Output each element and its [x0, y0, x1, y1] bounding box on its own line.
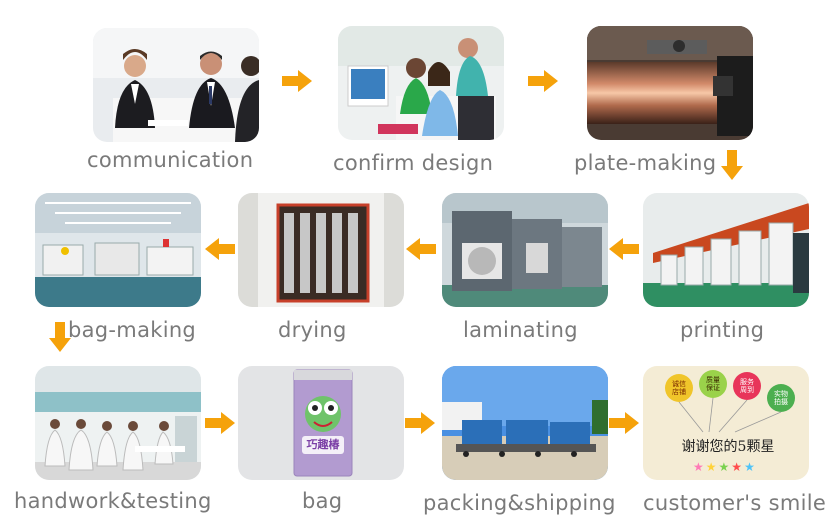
star-icon: ★ — [705, 460, 719, 474]
star-icon: ★ — [693, 460, 706, 474]
step-customer-smile-photo: 诚信店铺 质量保证 服务周到 实物拍摄 谢谢您的5颗星 ★★★★★ — [643, 366, 809, 480]
badge-3: 服务周到 — [733, 372, 761, 400]
step-label-laminating: laminating — [463, 318, 578, 342]
arrow-right-icon — [528, 70, 558, 92]
star-icon: ★ — [731, 460, 745, 474]
step-packing-shipping-photo — [442, 366, 608, 480]
step-label-handwork-testing: handwork&testing — [14, 489, 212, 513]
arrow-right-icon — [609, 412, 639, 434]
arrow-left-icon — [609, 238, 639, 260]
badge-3-text: 服务周到 — [740, 378, 754, 394]
step-label-printing: printing — [680, 318, 765, 342]
arrow-right-icon — [205, 412, 235, 434]
step-bag-photo: 巧趣椿 — [238, 366, 404, 480]
step-label-customers-smile: customer's smile — [643, 491, 827, 515]
step-laminating-photo — [442, 193, 608, 307]
step-printing-photo — [643, 193, 809, 307]
step-confirm-design-photo — [338, 26, 504, 140]
star-icon: ★ — [718, 460, 732, 474]
arrow-right-icon — [282, 70, 312, 92]
step-label-drying: drying — [278, 318, 347, 342]
step-label-plate-making: plate-making — [574, 151, 717, 175]
badge-2-text: 质量保证 — [706, 376, 720, 392]
rating-stars: ★★★★★ — [693, 460, 757, 474]
badge-4-text: 实物拍摄 — [774, 390, 788, 406]
step-label-bag: bag — [302, 489, 343, 513]
arrow-right-icon — [405, 412, 435, 434]
step-handwork-testing-photo — [35, 366, 201, 480]
step-plate-making-photo — [587, 26, 753, 140]
badge-1-text: 诚信店铺 — [672, 380, 686, 396]
step-label-packing-shipping: packing&shipping — [423, 491, 616, 515]
arrow-down-icon — [721, 150, 743, 180]
step-label-communication: communication — [87, 148, 254, 172]
badge-2: 质量保证 — [699, 370, 727, 398]
badge-4: 实物拍摄 — [767, 384, 795, 412]
step-label-bag-making: bag-making — [68, 318, 197, 342]
balloon-strings — [678, 397, 782, 433]
thank-you-text: 谢谢您的5颗星 — [681, 439, 775, 455]
star-icon: ★ — [744, 460, 757, 474]
arrow-left-icon — [205, 238, 235, 260]
step-drying-photo — [238, 193, 404, 307]
arrow-down-icon — [49, 322, 71, 352]
bag-product-label: 巧趣椿 — [306, 438, 340, 451]
badge-1: 诚信店铺 — [665, 374, 693, 402]
arrow-left-icon — [406, 238, 436, 260]
step-communication-photo — [93, 28, 259, 142]
step-label-confirm-design: confirm design — [333, 151, 494, 175]
step-bag-making-photo — [35, 193, 201, 307]
